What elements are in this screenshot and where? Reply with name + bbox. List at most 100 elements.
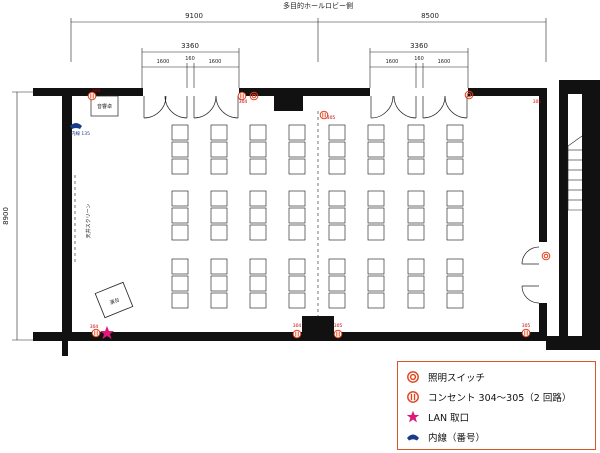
legend-intercom-label: 内線（番号） <box>428 433 486 444</box>
desk <box>328 224 346 241</box>
legend-light-switch-label: 照明スイッチ <box>428 373 486 384</box>
top-dimension-lines <box>12 18 547 341</box>
plan-title: 多目的ホールロビー側 <box>283 1 353 10</box>
desk <box>210 190 228 207</box>
desk <box>407 124 425 141</box>
desk <box>171 190 189 207</box>
desk <box>328 158 346 175</box>
entrance-doors <box>143 95 540 304</box>
lectern: 演台 <box>94 281 134 319</box>
outlet-icon <box>333 329 343 339</box>
legend-row-light-switch: 照明スイッチ <box>406 367 587 387</box>
walls <box>33 80 600 356</box>
desk <box>446 124 464 141</box>
desk <box>171 275 189 292</box>
desk <box>446 224 464 241</box>
desk <box>249 224 267 241</box>
dim-right-gap: 160 <box>414 56 424 62</box>
outlet-label: 304 <box>92 88 101 94</box>
outlet-label: 305 <box>334 323 343 329</box>
lectern-label: 演台 <box>109 296 121 306</box>
outlet-icon <box>91 328 101 338</box>
desk <box>288 158 306 175</box>
desk <box>328 292 346 309</box>
light-switches <box>249 90 551 261</box>
legend-row-lan: LAN 取口 <box>406 407 587 427</box>
dim-right-total: 8500 <box>421 12 439 20</box>
desk <box>446 258 464 275</box>
desk <box>171 124 189 141</box>
desk <box>288 141 306 158</box>
outlet-icon <box>87 91 97 101</box>
table-grid <box>171 124 464 309</box>
desk <box>446 207 464 224</box>
desk <box>367 207 385 224</box>
desk <box>210 275 228 292</box>
dim-right-door-total: 3360 <box>410 42 428 50</box>
desk <box>171 158 189 175</box>
sound-room-label: 音響卓 <box>97 103 112 110</box>
outlets <box>87 91 531 339</box>
desk <box>288 207 306 224</box>
desk <box>367 124 385 141</box>
outlet-label: 304 <box>293 323 302 329</box>
dim-right-leaf-2: 1600 <box>438 59 451 65</box>
outlet-label: 304 <box>90 324 99 330</box>
desk <box>288 275 306 292</box>
desk <box>367 258 385 275</box>
outlet-label: 304 <box>239 99 248 105</box>
outlet-label: 305 <box>327 115 336 121</box>
desk <box>446 275 464 292</box>
intercom-icon <box>70 123 82 129</box>
outlet-icon <box>237 91 247 101</box>
desk <box>210 292 228 309</box>
desk <box>328 141 346 158</box>
light-switch-icon <box>249 91 259 101</box>
desk <box>407 258 425 275</box>
desk <box>288 292 306 309</box>
screen-label: 天井スクリーン <box>85 204 92 239</box>
desk <box>407 141 425 158</box>
desk <box>407 190 425 207</box>
desk <box>446 292 464 309</box>
light-switch-icon <box>407 371 419 383</box>
desk <box>210 158 228 175</box>
outlet-icon <box>292 329 302 339</box>
desk <box>210 141 228 158</box>
legend-row-outlet: コンセント 304～305（2 回路） <box>406 387 587 407</box>
desk <box>171 207 189 224</box>
desk <box>171 141 189 158</box>
desk <box>249 292 267 309</box>
desk <box>328 190 346 207</box>
light-switch-icon <box>464 90 474 100</box>
outlet-icon <box>319 110 329 120</box>
desk <box>367 292 385 309</box>
legend-lan-label: LAN 取口 <box>428 413 470 424</box>
dim-left-door-total: 3360 <box>181 42 199 50</box>
desk <box>249 207 267 224</box>
desk <box>249 275 267 292</box>
desk <box>249 141 267 158</box>
dim-right-leaf-1: 1600 <box>386 59 399 65</box>
outlet-label: 305 <box>533 99 542 105</box>
legend-outlet-label: コンセント 304～305（2 回路） <box>428 393 572 404</box>
outlet-label: 305 <box>522 323 531 329</box>
desk <box>407 158 425 175</box>
desk <box>210 224 228 241</box>
dim-left-leaf-2: 1600 <box>209 59 222 65</box>
desk <box>367 275 385 292</box>
desk <box>171 224 189 241</box>
desk <box>249 124 267 141</box>
desk <box>446 190 464 207</box>
desk <box>288 124 306 141</box>
desk <box>210 124 228 141</box>
desk <box>249 158 267 175</box>
desk <box>407 275 425 292</box>
desk <box>367 224 385 241</box>
desk <box>446 158 464 175</box>
dim-left-leaf-1: 1600 <box>157 59 170 65</box>
desk <box>407 207 425 224</box>
desk <box>171 258 189 275</box>
desk <box>249 190 267 207</box>
